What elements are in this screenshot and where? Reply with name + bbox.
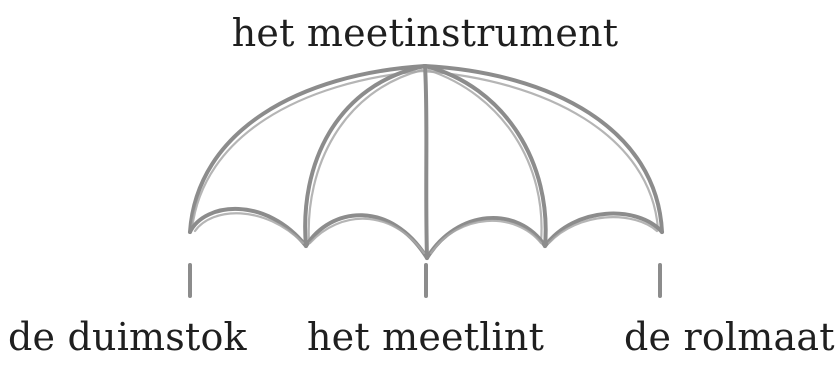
child-label-right: de rolmaat — [624, 315, 835, 359]
child-label-middle: het meetlint — [307, 315, 545, 359]
child-label-left: de duimstok — [8, 315, 247, 359]
umbrella-canopy-outline — [188, 64, 664, 260]
connector-ticks — [188, 263, 662, 298]
root-label: het meetinstrument — [231, 11, 619, 55]
